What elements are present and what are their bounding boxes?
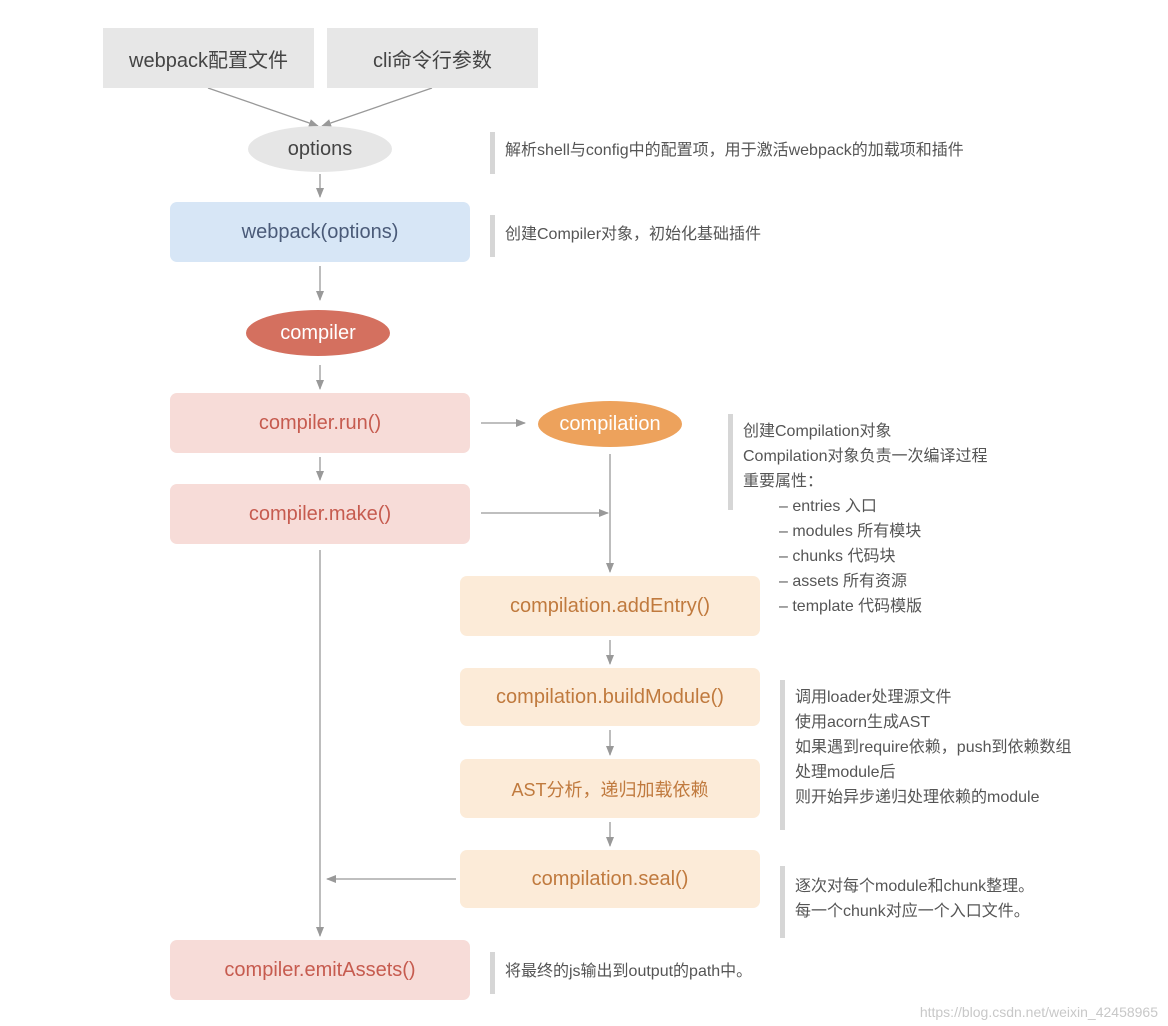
emit-assets-box: compiler.emitAssets() — [170, 940, 470, 1000]
compilation-ellipse: compilation — [538, 401, 682, 447]
emit-note: 将最终的js输出到output的path中。 — [490, 952, 752, 994]
options-note: 解析shell与config中的配置项，用于激活webpack的加载项和插件 — [490, 132, 964, 174]
build-module-note: 调用loader处理源文件 使用acorn生成AST 如果遇到require依赖… — [780, 680, 1072, 830]
compiler-run-box: compiler.run() — [170, 393, 470, 453]
note-line: Compilation对象负责一次编译过程 — [743, 448, 988, 465]
note-line: 使用acorn生成AST — [795, 714, 931, 731]
note-line: 逐次对每个module和chunk整理。 — [795, 878, 1035, 895]
ast-analysis-box: AST分析，递归加载依赖 — [460, 759, 760, 818]
seal-note: 逐次对每个module和chunk整理。 每一个chunk对应一个入口文件。 — [780, 866, 1034, 938]
webpack-note: 创建Compiler对象，初始化基础插件 — [490, 215, 761, 257]
note-line: 每一个chunk对应一个入口文件。 — [795, 903, 1030, 920]
arrow-config-to-options — [207, 87, 319, 127]
note-line: 则开始异步递归处理依赖的module — [795, 789, 1040, 806]
note-line: 创建Compilation对象 — [743, 423, 892, 440]
property-assets: – assets 所有资源 — [779, 573, 908, 590]
compiler-make-box: compiler.make() — [170, 484, 470, 544]
webpack-config-file-box: webpack配置文件 — [103, 28, 314, 88]
note-line: 创建Compiler对象，初始化基础插件 — [505, 226, 762, 243]
watermark: https://blog.csdn.net/weixin_42458965 — [919, 1004, 1158, 1020]
options-ellipse: options — [248, 126, 392, 172]
note-line: 如果遇到require依赖，push到依赖数组 — [795, 739, 1072, 756]
note-line: 重要属性： — [743, 473, 824, 490]
compiler-ellipse: compiler — [246, 310, 390, 356]
seal-box: compilation.seal() — [460, 850, 760, 908]
arrow-cli-to-options — [321, 87, 433, 127]
note-line: 解析shell与config中的配置项，用于激活webpack的加载项和插件 — [505, 142, 964, 159]
note-line: 将最终的js输出到output的path中。 — [505, 963, 753, 980]
note-line: 调用loader处理源文件 — [795, 689, 952, 706]
note-line: 处理module后 — [795, 764, 896, 781]
webpack-options-box: webpack(options) — [170, 202, 470, 262]
build-module-box: compilation.buildModule() — [460, 668, 760, 726]
property-entries: – entries 入口 — [779, 498, 877, 515]
property-modules: – modules 所有模块 — [779, 523, 922, 540]
add-entry-box: compilation.addEntry() — [460, 576, 760, 636]
cli-args-box: cli命令行参数 — [327, 28, 538, 88]
compilation-note: 创建Compilation对象 Compilation对象负责一次编译过程 重要… — [728, 414, 988, 615]
property-chunks: – chunks 代码块 — [779, 548, 896, 565]
property-template: – template 代码模版 — [779, 598, 923, 615]
